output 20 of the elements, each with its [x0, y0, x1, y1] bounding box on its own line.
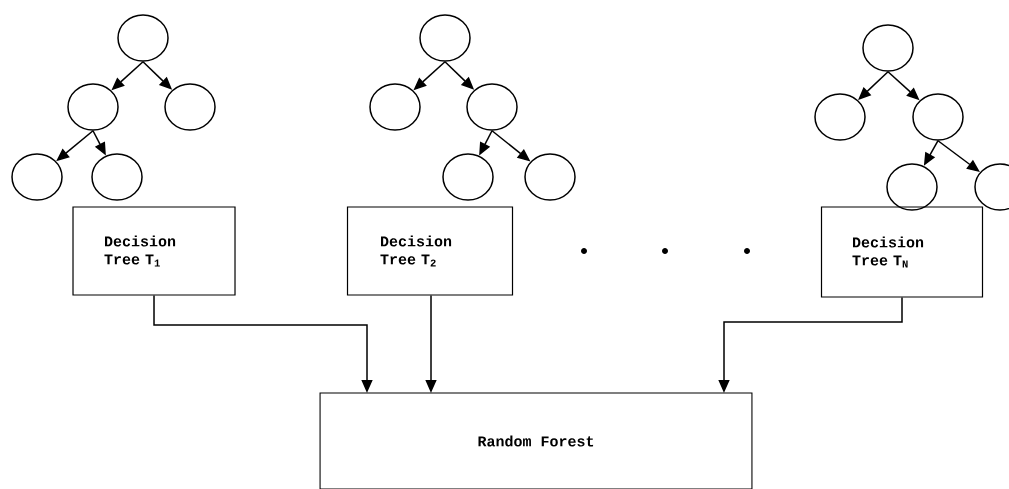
tree-node-circle: [862, 24, 914, 72]
tree-label-box: Decision Tree T$_{N}$: [820, 206, 984, 298]
tree-node-circle: [117, 14, 169, 62]
tree-node-circle: [814, 93, 866, 141]
tree-node-circle: [11, 153, 63, 201]
tree-node-circle: [886, 163, 938, 211]
result-box: Random Forest: [319, 392, 753, 489]
tree-node-circle: [442, 153, 494, 201]
tree-node-circle: [466, 83, 518, 131]
tree-node-circle: [369, 83, 421, 131]
tree-node-circle: [524, 153, 576, 201]
tree-node-circle: [419, 14, 471, 62]
tree-label-box: Decision Tree T$_{1}$: [72, 206, 236, 296]
tree-node-circle: [91, 153, 143, 201]
tree-branch-arrow: [937, 140, 980, 172]
tree-node-circle: [164, 83, 216, 131]
tree-branch-arrow: [858, 71, 889, 100]
tree-label-box: Decision Tree T$_{2}$: [346, 206, 514, 296]
tree-node-circle: [67, 83, 119, 131]
tree-node-circle: [912, 93, 964, 141]
